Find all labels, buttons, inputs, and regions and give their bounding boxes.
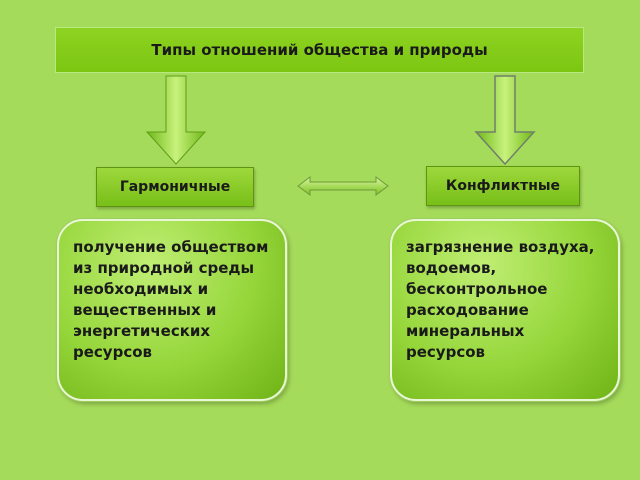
harmonious-description-card: получение обществом из природной среды н…	[57, 219, 287, 401]
left-down-arrow-icon	[145, 75, 207, 165]
right-down-arrow-icon	[474, 75, 536, 166]
harmonious-description-text: получение обществом из природной среды н…	[73, 238, 269, 361]
diagram-title: Типы отношений общества и природы	[55, 27, 584, 73]
conflict-description-card: загрязнение воздуха, водоемов, бесконтро…	[390, 219, 620, 401]
conflict-description-text: загрязнение воздуха, водоемов, бесконтро…	[406, 238, 595, 361]
harmonious-label: Гармоничные	[96, 167, 254, 207]
double-arrow-icon	[297, 176, 389, 196]
conflict-label: Конфликтные	[426, 166, 580, 206]
